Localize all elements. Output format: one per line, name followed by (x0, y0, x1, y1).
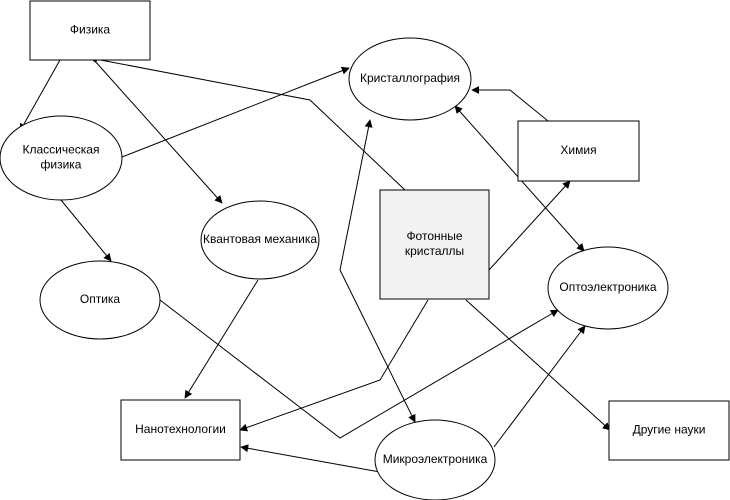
node-kristallo-ellipse (348, 37, 472, 121)
node-klass-label: Классическая (23, 143, 100, 157)
edge-fotonnye-himiya (488, 180, 571, 271)
edge-fizika-kvant (93, 59, 223, 204)
edge-klass-kristallo (121, 66, 350, 158)
node-kristallo-label: Кристаллография (360, 71, 460, 85)
edge-optika-opto (159, 299, 559, 439)
node-himiya: Химия (517, 120, 640, 182)
edges-layer (19, 55, 611, 473)
node-kvant: Квантовая механика (200, 200, 320, 280)
node-fizika: Физика (29, 0, 151, 61)
node-kristallo: Кристаллография (348, 37, 472, 121)
node-kvant-label: Квантовая механика (203, 232, 317, 246)
node-himiya-box (517, 120, 640, 182)
node-drugie-label: Другие науки (633, 423, 706, 437)
node-optika: Оптика (39, 260, 161, 340)
edge-kristallo-mikro (339, 119, 416, 423)
node-opto-ellipse (547, 246, 669, 330)
edge-himiya-kristallo (471, 86, 549, 122)
node-mikro-ellipse (374, 419, 496, 500)
node-fizika-box (29, 0, 151, 61)
node-himiya-label: Химия (560, 143, 596, 157)
edge-mikro-opto (493, 325, 586, 448)
node-nano-label: Нанотехнологии (135, 422, 226, 436)
node-fotonnye-box (379, 189, 490, 300)
node-fotonnye-label: Фотонные (406, 229, 462, 243)
node-fotonnye-label: кристаллы (405, 244, 464, 258)
node-opto-label: Оптоэлектроника (559, 280, 656, 294)
node-optika-ellipse (39, 260, 161, 340)
edge-klass-optika (60, 199, 112, 262)
edge-fizika-klass (19, 59, 61, 132)
node-kvant-ellipse (200, 200, 320, 280)
node-drugie: Другие науки (608, 400, 730, 461)
node-nano-box (120, 399, 241, 461)
node-drugie-box (608, 400, 730, 461)
edge-fotonnye-drugie (465, 299, 611, 431)
edge-mikro-nano (240, 444, 381, 473)
node-mikro: Микроэлектроника (374, 419, 496, 500)
node-mikro-label: Микроэлектроника (383, 452, 488, 466)
node-klass-ellipse (0, 115, 123, 201)
node-nano: Нанотехнологии (120, 399, 241, 461)
edge-kvant-nano (184, 279, 259, 399)
node-klass-label: физика (41, 158, 82, 172)
edge-fotonnye-nano (239, 299, 429, 432)
node-opto: Оптоэлектроника (547, 246, 669, 330)
node-fizika-label: Физика (70, 23, 111, 37)
node-optika-label: Оптика (80, 292, 121, 306)
